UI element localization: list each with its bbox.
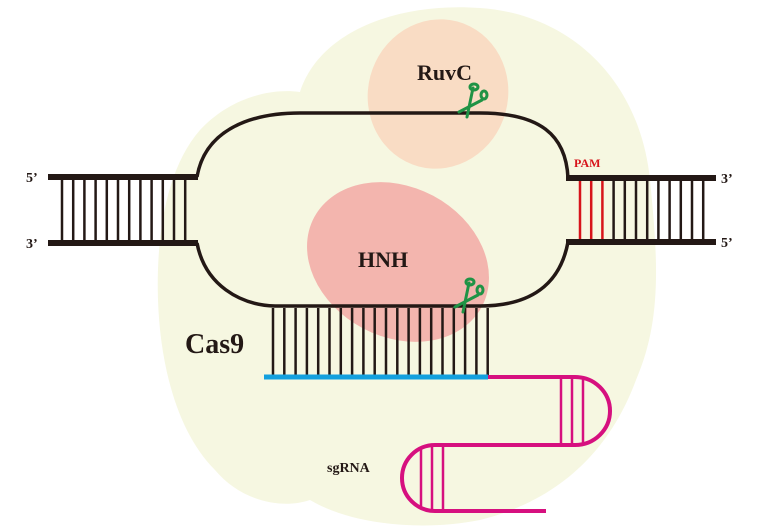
sgrna-lower-hairpin-pairs <box>419 447 445 509</box>
sgrna-label: sgRNA <box>327 461 371 476</box>
ruvc-domain <box>367 19 509 169</box>
hnh-label: HNH <box>358 247 408 272</box>
right-duplex-base-pairs <box>578 181 705 239</box>
target-dna <box>48 111 716 375</box>
ruvc-label: RuvC <box>417 60 472 85</box>
scissors-icon <box>457 82 489 119</box>
sgrna <box>264 374 612 513</box>
guide-target-base-pairs <box>271 308 489 375</box>
left-duplex-base-pairs <box>60 180 187 240</box>
right-bottom-end-label: 5’ <box>721 236 733 251</box>
sgrna-scaffold <box>400 375 612 513</box>
scissors-icon <box>453 277 485 314</box>
hnh-cut-site <box>453 277 485 314</box>
left-top-end-label: 5’ <box>26 171 38 186</box>
target-strand <box>195 241 570 308</box>
pam-label: PAM <box>574 156 600 170</box>
non-target-strand <box>195 111 570 179</box>
left-bottom-end-label: 3’ <box>26 237 38 252</box>
sgrna-upper-hairpin-pairs <box>559 379 585 443</box>
ruvc-cut-site <box>457 82 489 119</box>
hnh-domain <box>307 182 489 342</box>
right-top-end-label: 3’ <box>721 172 733 187</box>
cas9-label: Cas9 <box>185 329 244 360</box>
